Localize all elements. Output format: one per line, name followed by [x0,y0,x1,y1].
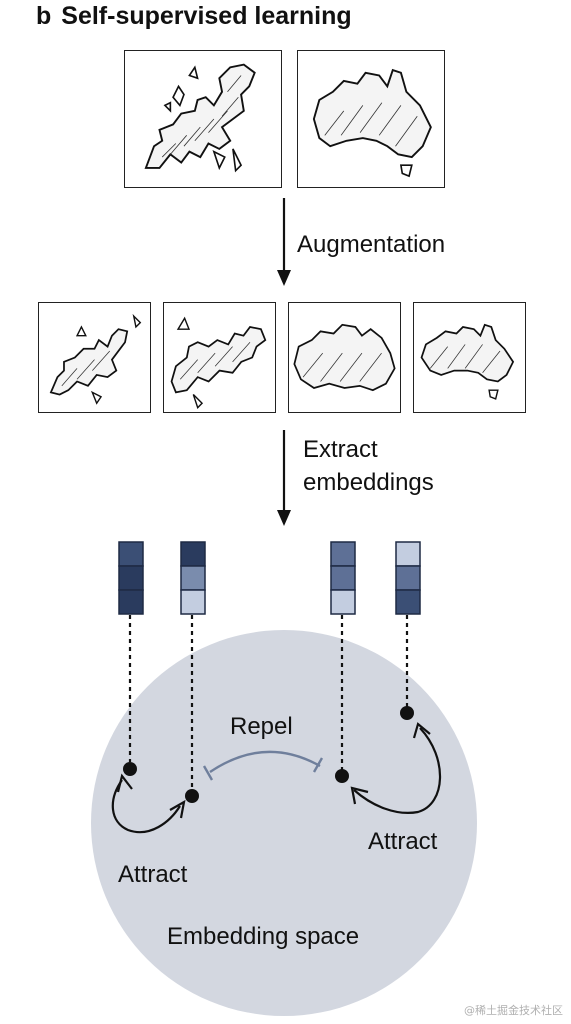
panel-letter: b [36,2,52,30]
attract-left-label: Attract [118,861,188,888]
australia-map-view-2-image [420,323,515,400]
australia-map-view-1-image [293,323,396,392]
repel-label: Repel [230,713,293,740]
repel-arrow [202,750,324,781]
embedding-space-label: Embedding space [167,923,359,950]
augmentation-arrow [277,198,291,286]
augmented-australia-view-1 [288,302,401,413]
australia-map-image [312,68,432,178]
embedding-vector-2 [180,541,206,615]
vector-2-cell-1 [180,541,206,567]
vector-2-cell-2 [180,565,206,591]
vector-3-cell-2 [330,565,356,591]
embedding-vector-1 [118,541,144,615]
vector-connectors [128,615,409,790]
attract-right-label: Attract [368,828,438,855]
embedding-point-2 [185,789,199,803]
europe-map-view-1-image [49,313,142,405]
extract-embeddings-label: Extract embeddings [303,433,434,499]
embedding-space-circle [91,630,477,1016]
vector-1-cell-1 [118,541,144,567]
panel-title: b Self-supervised learning [36,2,352,31]
vector-3-cell-1 [330,541,356,567]
vector-4-cell-1 [395,541,421,567]
extract-arrow [277,430,291,526]
watermark: @稀土掘金技术社区 [464,1004,563,1017]
embedding-vectors [118,541,421,615]
vector-1-cell-2 [118,565,144,591]
vector-3-cell-3 [330,589,356,615]
embedding-vector-4 [395,541,421,615]
attract-arrow-left [111,773,186,834]
augmented-europe-view-1 [38,302,151,413]
europe-map-image [144,63,256,173]
augmented-europe-view-2 [163,302,276,413]
original-europe-map [124,50,282,188]
attract-arrow-right [350,722,442,814]
augmentation-label: Augmentation [297,231,446,258]
title-text: Self-supervised learning [61,2,352,30]
extract-label-line2: embeddings [303,469,434,496]
vector-4-cell-3 [395,589,421,615]
embedding-point-4 [400,706,414,720]
embedding-point-3 [335,769,349,783]
vector-1-cell-3 [118,589,144,615]
augmented-australia-view-2 [413,302,526,413]
vector-2-cell-3 [180,589,206,615]
embedding-vector-3 [330,541,356,615]
vector-4-cell-2 [395,565,421,591]
europe-map-view-2-image [170,316,267,409]
embedding-point-1 [123,762,137,776]
original-australia-map [297,50,445,188]
extract-label-line1: Extract [303,436,378,463]
